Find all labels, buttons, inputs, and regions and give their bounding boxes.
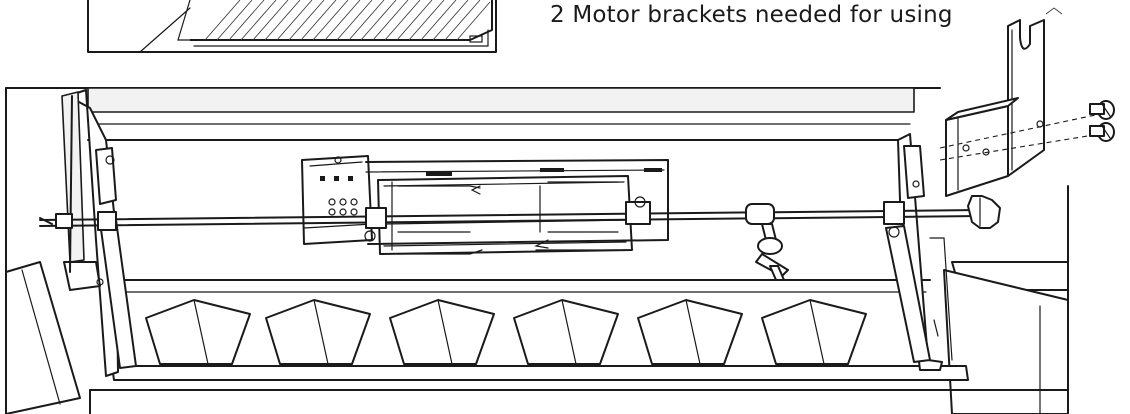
rotisserie-motor: [301, 155, 376, 245]
burner-shields: [145, 299, 867, 365]
motor-bracket-with-screws-icon: [939, 7, 1115, 197]
spit-rod: [39, 195, 1001, 281]
grill-with-rotisserie-spit-icon: [5, 87, 1069, 414]
bracket-caption: 2 Motor brackets needed for using: [550, 2, 953, 28]
grill-grate-inset-icon: [87, 0, 497, 53]
rotisserie-basket: [365, 159, 669, 255]
